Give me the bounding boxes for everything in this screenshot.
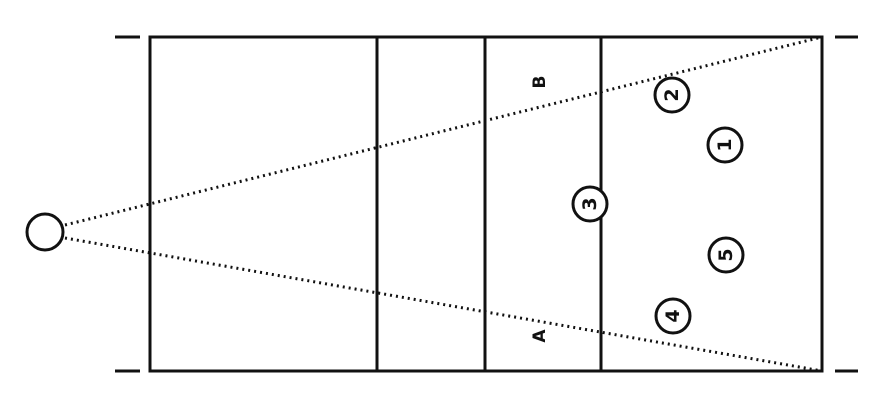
player-5: 5 — [707, 236, 745, 274]
player-4-circle — [654, 297, 692, 335]
player-4-number: 4 — [662, 309, 684, 322]
player-2: 2 — [653, 76, 691, 114]
court — [148, 35, 824, 373]
player-1-number: 1 — [714, 138, 736, 151]
edge-ticks — [115, 35, 858, 373]
server-circle — [25, 212, 65, 252]
player-3: 3 — [571, 185, 609, 223]
player-2-number: 2 — [661, 88, 683, 101]
player-2-circle — [653, 76, 691, 114]
trajectory-upper — [64, 35, 823, 227]
player-1-circle — [706, 126, 744, 164]
serve-trajectories — [64, 35, 823, 373]
player-3-circle — [571, 185, 609, 223]
player-3-number: 3 — [579, 197, 601, 210]
player-5-circle — [707, 236, 745, 274]
zone-label-a: A — [530, 329, 550, 343]
player-5-number: 5 — [715, 248, 737, 261]
player-1: 1 — [706, 126, 744, 164]
zone-label-b: B — [530, 76, 550, 89]
trajectory-lower — [64, 236, 823, 373]
player-4: 4 — [654, 297, 692, 335]
